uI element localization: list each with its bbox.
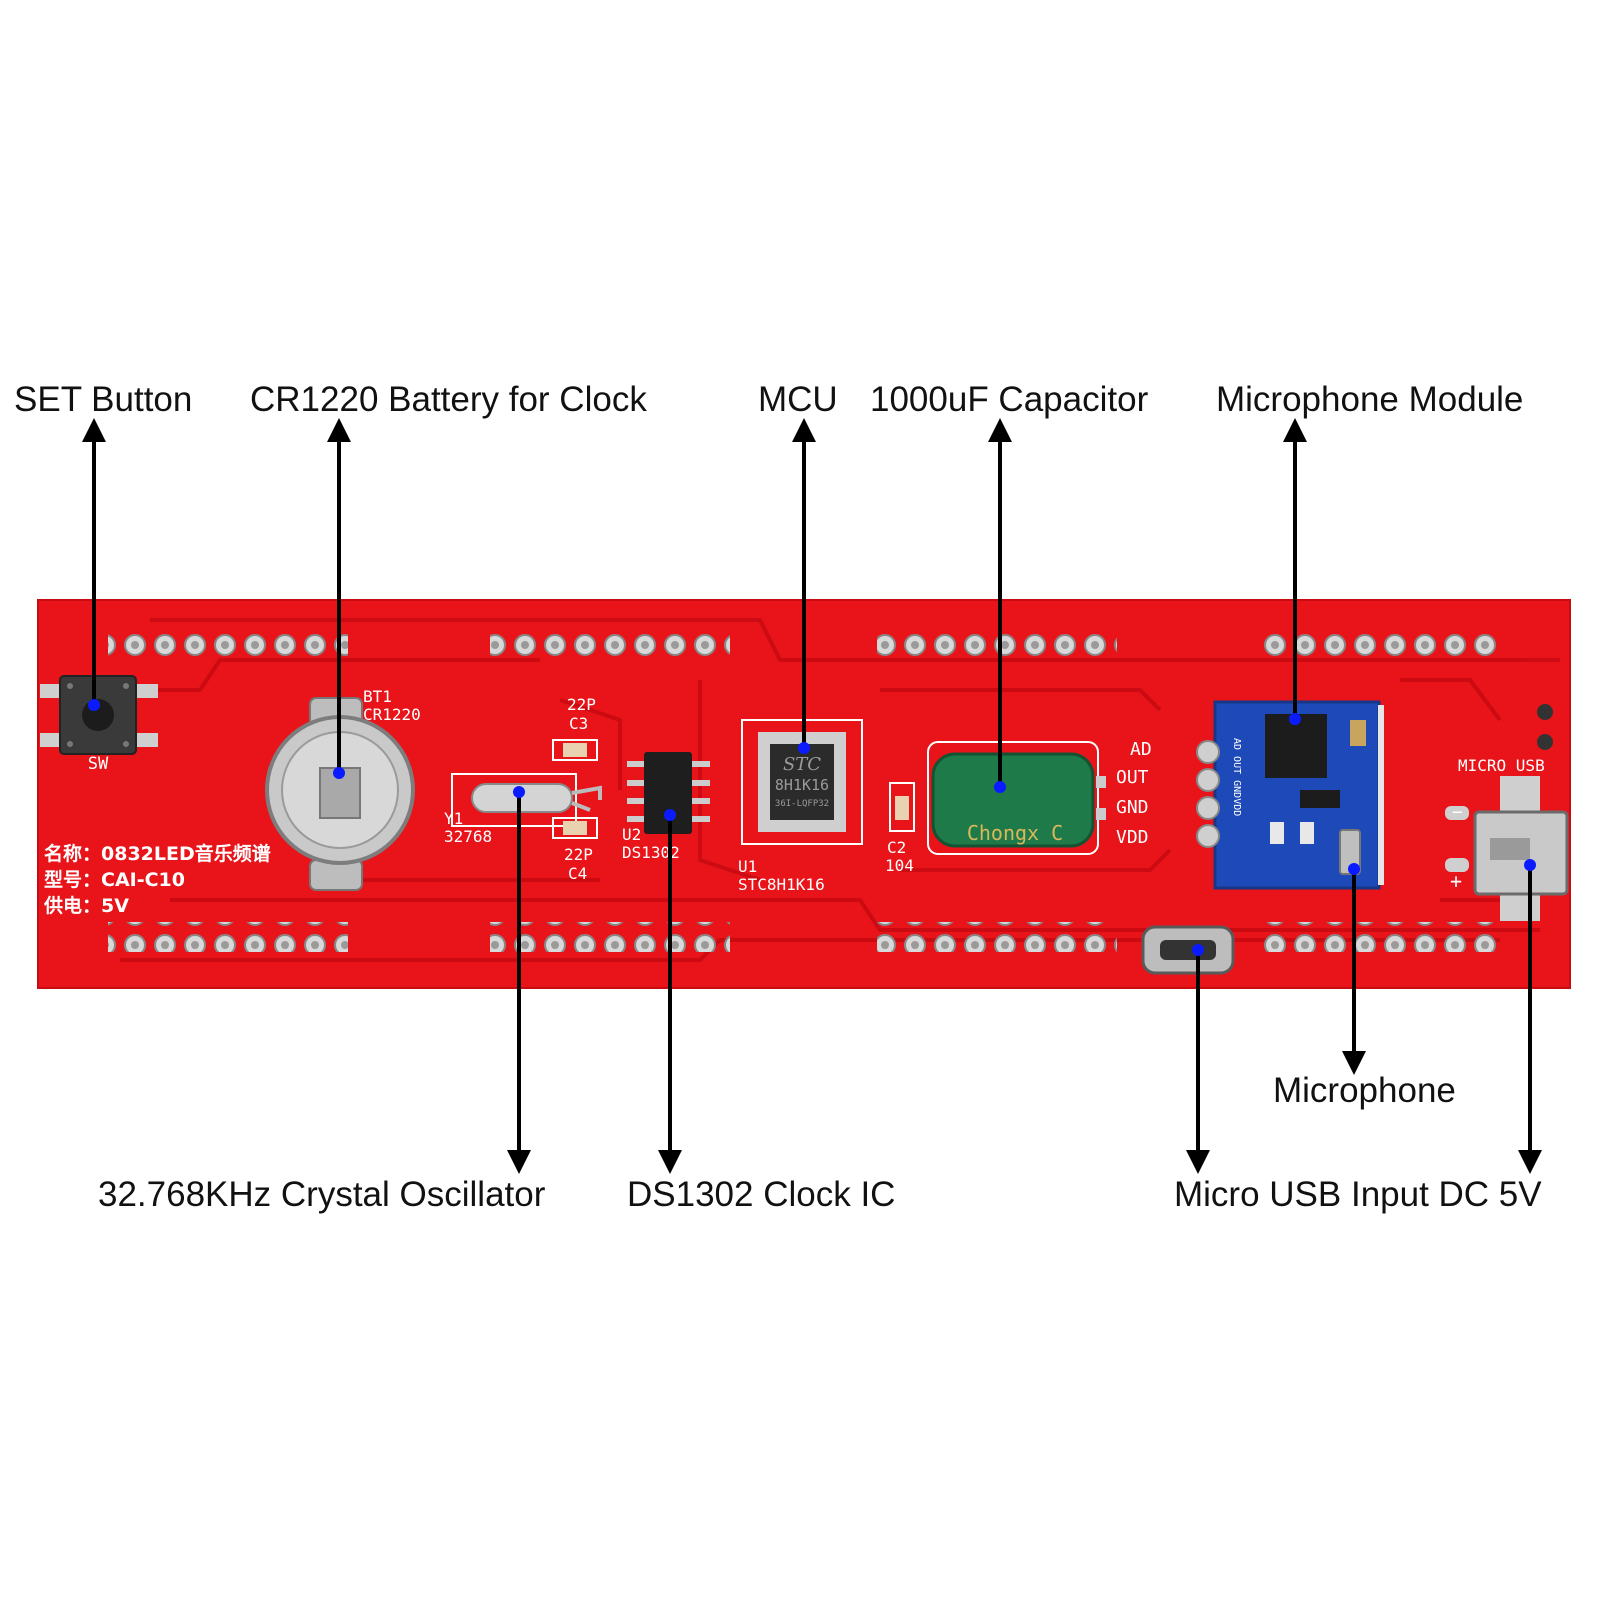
silk-cr1220: CR1220 bbox=[363, 705, 421, 724]
label-set-button: SET Button bbox=[14, 380, 193, 419]
header-pins-top bbox=[108, 631, 1504, 661]
label-mcu: MCU bbox=[758, 380, 838, 419]
silk-c3-val: 22P bbox=[567, 695, 596, 714]
marker-clock-ic bbox=[664, 809, 676, 821]
cap-brand: Chongx C bbox=[967, 821, 1063, 845]
marker-capacitor bbox=[994, 781, 1006, 793]
module-pins: AD OUT GNDVDD bbox=[1231, 738, 1242, 816]
capacitor-c4 bbox=[552, 817, 598, 839]
silk-info-name: 名称：0832LED音乐频谱 bbox=[44, 842, 271, 865]
capacitor-c2 bbox=[889, 782, 915, 832]
micro-usb-right bbox=[1445, 704, 1569, 921]
pin-ad: AD bbox=[1130, 739, 1152, 760]
microphone-module bbox=[1196, 700, 1384, 890]
silk-u2-val: DS1302 bbox=[622, 843, 680, 862]
silk-u1: U1 bbox=[738, 857, 757, 876]
silk-bt1: BT1 bbox=[363, 687, 392, 706]
silk-c4: C4 bbox=[568, 864, 587, 883]
label-mic-module: Microphone Module bbox=[1216, 380, 1524, 419]
silk-y1-val: 32768 bbox=[444, 827, 492, 846]
label-battery: CR1220 Battery for Clock bbox=[250, 380, 647, 419]
label-capacitor: 1000uF Capacitor bbox=[870, 380, 1149, 419]
marker-usb-bottom bbox=[1192, 944, 1204, 956]
marker-crystal bbox=[513, 786, 525, 798]
marker-microphone bbox=[1348, 863, 1360, 875]
marker-battery bbox=[333, 767, 345, 779]
capacitor-c3 bbox=[552, 739, 598, 761]
label-usb-input: Micro USB Input DC 5V bbox=[1174, 1175, 1542, 1214]
silk-sw: SW bbox=[88, 754, 109, 774]
chip-package: 36I-LQFP32 bbox=[775, 799, 829, 809]
electrolytic-capacitor bbox=[927, 741, 1106, 855]
silk-info-model: 型号：CAI-C10 bbox=[44, 868, 185, 891]
silk-y1: Y1 bbox=[444, 809, 463, 828]
marker-set-button bbox=[88, 699, 100, 711]
silk-c4-val: 22P bbox=[564, 845, 593, 864]
crystal-part bbox=[451, 773, 602, 827]
silk-info-power: 供电：5V bbox=[43, 894, 129, 917]
pin-vdd: VDD bbox=[1116, 827, 1149, 848]
silk-c2-val: 104 bbox=[885, 856, 914, 875]
label-crystal: 32.768KHz Crystal Oscillator bbox=[98, 1175, 546, 1214]
marker-usb-right bbox=[1524, 859, 1536, 871]
header-pins-bottom bbox=[108, 922, 1504, 952]
silk-u2: U2 bbox=[622, 825, 641, 844]
label-clock-ic: DS1302 Clock IC bbox=[627, 1175, 896, 1214]
silk-micro-usb: MICRO USB bbox=[1458, 756, 1545, 775]
pin-out: OUT bbox=[1116, 767, 1149, 788]
silk-c3: C3 bbox=[569, 714, 588, 733]
silk-c2: C2 bbox=[887, 838, 906, 857]
micro-usb-bottom bbox=[1141, 925, 1235, 975]
silk-u1-val: STC8H1K16 bbox=[738, 875, 825, 894]
marker-mcu bbox=[798, 742, 810, 754]
clock-ic-chip bbox=[627, 752, 710, 834]
silk-plus: + bbox=[1450, 869, 1462, 893]
marker-mic-module bbox=[1289, 713, 1301, 725]
chip-brand: STC bbox=[783, 754, 821, 775]
pin-gnd: GND bbox=[1116, 797, 1149, 818]
battery-holder bbox=[265, 697, 415, 891]
silk-minus: − bbox=[1452, 802, 1463, 823]
chip-model: 8H1K16 bbox=[775, 776, 829, 794]
label-microphone: Microphone bbox=[1273, 1071, 1456, 1110]
